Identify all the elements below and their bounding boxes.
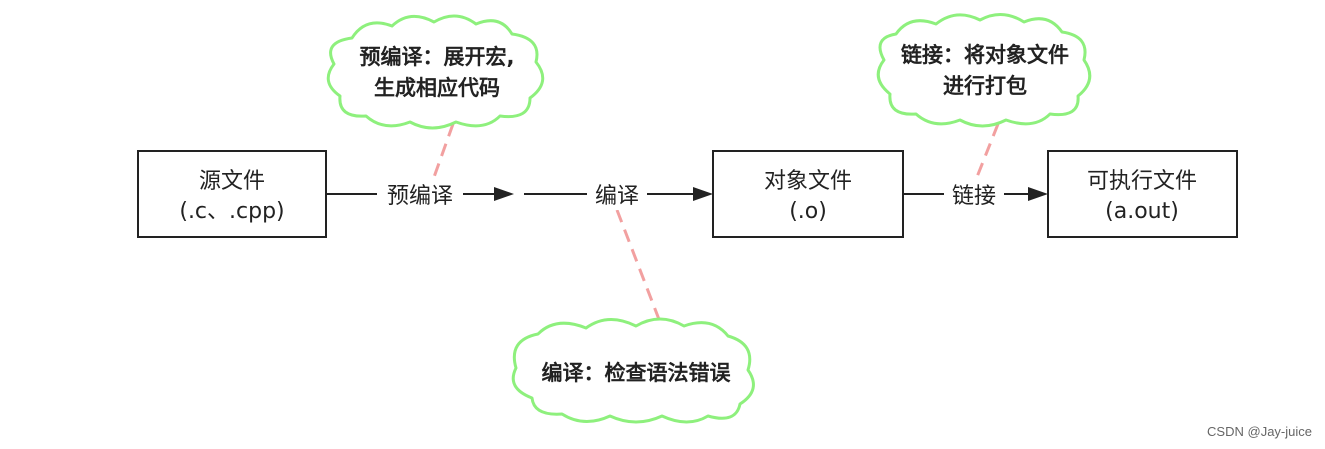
box-executable-file-title: 可执行文件 [1087,169,1197,194]
edge-label-precompile: 预编译 [387,184,453,209]
box-object-file: 对象文件 (.o) [712,150,904,238]
box-object-file-title: 对象文件 [764,169,852,194]
cloud-link-line1: 链接：将对象文件 [901,43,1069,67]
cloud-link-line2: 进行打包 [943,74,1027,98]
box-executable-file: 可执行文件 (a.out) [1047,150,1238,238]
annotation-link-link [973,123,1000,183]
box-executable-file-name: (a.out) [1105,199,1179,224]
arrow-head-precompile [494,187,514,201]
cloud-compile-note: 编译：检查语法错误 [511,317,755,424]
box-source-file: 源文件 (.c、.cpp) [137,150,327,238]
box-object-file-extension: (.o) [789,199,827,224]
cloud-precompile-line1: 预编译：展开宏, [360,45,515,69]
edge-label-link: 链接 [952,184,996,209]
cloud-link-note: 链接：将对象文件 进行打包 [876,13,1092,128]
edge-label-compile: 编译 [595,184,639,209]
cloud-precompile-note: 预编译：展开宏, 生成相应代码 [326,14,545,130]
cloud-precompile-line2: 生成相应代码 [374,76,500,100]
cloud-compile-line1: 编译：检查语法错误 [542,361,732,385]
arrow-head-link [1028,187,1048,201]
box-source-file-extensions: (.c、.cpp) [179,199,284,224]
arrow-head-compile [693,187,713,201]
watermark-text: CSDN @Jay-juice [1207,424,1312,439]
annotation-link-compile [615,209,662,323]
box-source-file-title: 源文件 [199,169,265,194]
annotation-link-precompile [431,123,455,181]
